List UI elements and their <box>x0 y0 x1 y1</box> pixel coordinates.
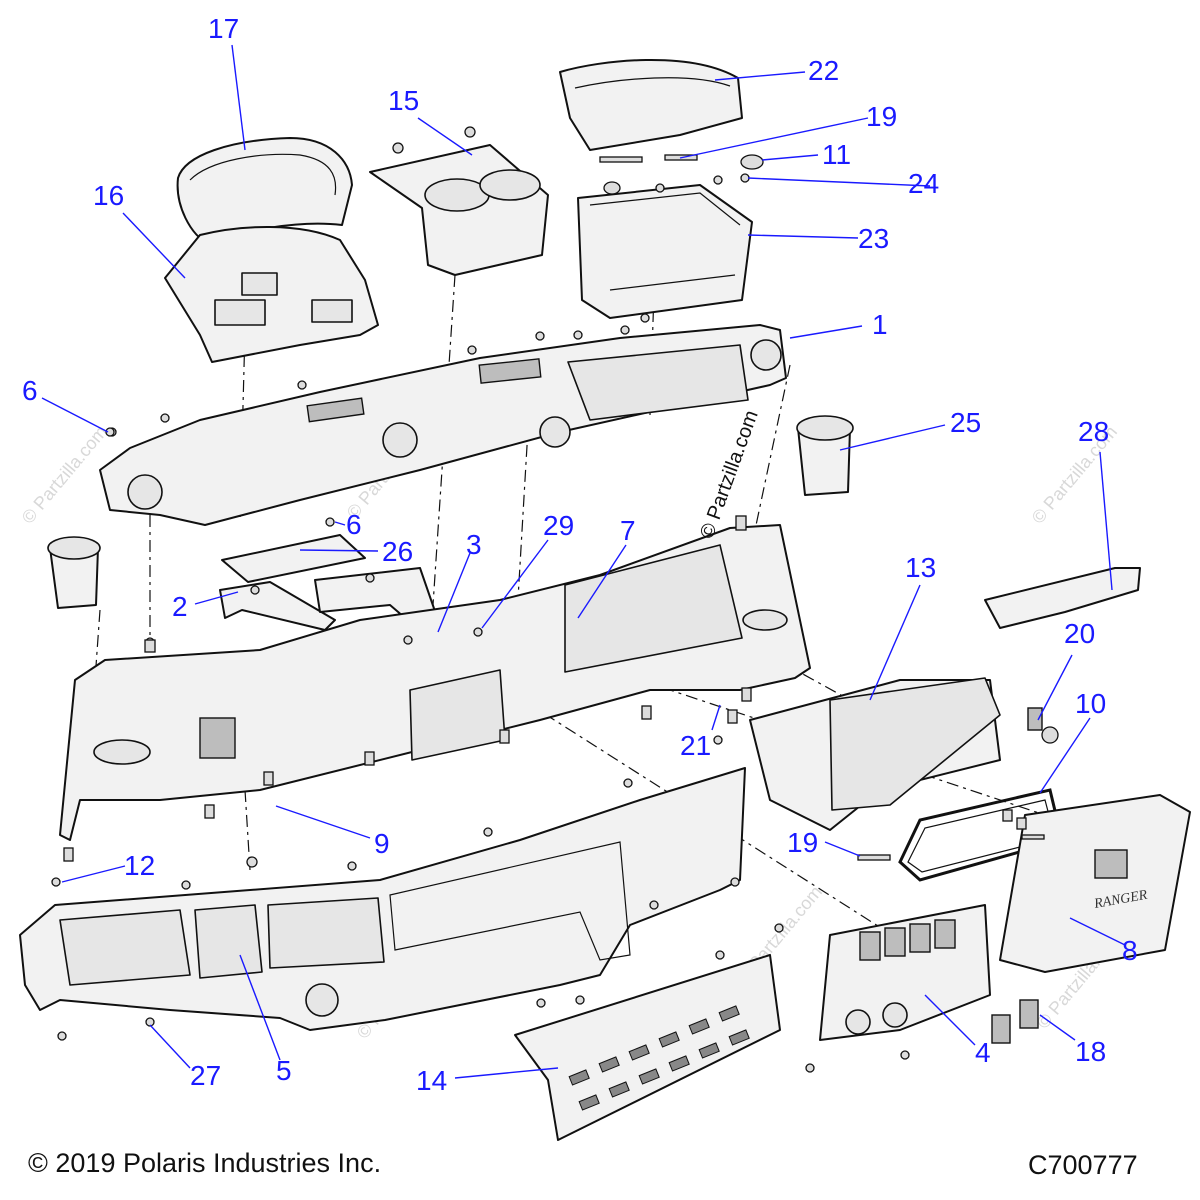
diagram-code: C700777 <box>1028 1150 1138 1180</box>
callout-6: 6 <box>22 375 38 406</box>
part-28-trim-strip <box>984 567 1141 629</box>
callout-20: 20 <box>1064 618 1095 649</box>
part-5-lower-dash-panel <box>19 767 746 1031</box>
part-1-upper-dash-panel <box>99 324 787 526</box>
callout-5: 5 <box>276 1055 292 1086</box>
callout-26: 26 <box>382 536 413 567</box>
callout-13: 13 <box>905 552 936 583</box>
partzilla-stamp: © Partzilla.com <box>696 408 763 542</box>
part-22-storage-lid <box>559 59 743 151</box>
callout-11: 11 <box>822 139 851 170</box>
callout-labels: 17 16 15 22 19 11 24 23 1 6 25 28 6 26 3… <box>22 13 1138 1096</box>
callout-25: 25 <box>950 407 981 438</box>
part-8-glovebox-door: RANGER <box>999 794 1191 973</box>
callout-29: 29 <box>543 510 574 541</box>
watermark-text: © Partzilla.com <box>18 422 111 528</box>
callout-19: 19 <box>866 101 897 132</box>
copyright-text: © 2019 Polaris Industries Inc. <box>28 1148 381 1178</box>
callout-10: 10 <box>1075 688 1106 719</box>
part-23-storage-bin <box>577 184 753 319</box>
callout-28: 28 <box>1078 416 1109 447</box>
part-13-glovebox-body <box>749 677 1001 831</box>
part-26-plate <box>221 534 366 583</box>
part-17-gauge-bezel <box>176 137 353 246</box>
callout-3: 3 <box>466 529 482 560</box>
callout-17: 17 <box>208 13 239 44</box>
diagram-footer: © 2019 Polaris Industries Inc. C700777 <box>28 1148 1138 1180</box>
callout-19b: 19 <box>787 827 818 858</box>
part-15-cupholder-console <box>369 144 549 276</box>
leader-lines <box>41 44 1126 1079</box>
callout-14: 14 <box>416 1065 447 1096</box>
callout-8: 8 <box>1122 935 1138 966</box>
callout-16: 16 <box>93 180 124 211</box>
part-4-switch-panel <box>819 904 991 1041</box>
scattered-fasteners <box>51 427 1045 1073</box>
part-7-dash-frame <box>59 524 811 841</box>
part-18-switches <box>991 999 1039 1044</box>
callout-7: 7 <box>620 515 636 546</box>
part-14-lower-cover <box>514 954 781 1141</box>
part-20-latch <box>1027 707 1059 744</box>
callout-23: 23 <box>858 223 889 254</box>
callout-1: 1 <box>872 309 888 340</box>
callout-24: 24 <box>908 168 939 199</box>
callout-6b: 6 <box>346 509 362 540</box>
callout-18: 18 <box>1075 1036 1106 1067</box>
part-25-cupholder <box>796 415 854 496</box>
callout-21: 21 <box>680 730 711 761</box>
callout-2: 2 <box>172 591 188 622</box>
callout-12: 12 <box>124 850 155 881</box>
part-16-instrument-housing <box>164 226 379 363</box>
callout-15: 15 <box>388 85 419 116</box>
left-cupholder <box>47 536 101 609</box>
callout-4: 4 <box>975 1037 991 1068</box>
callout-9: 9 <box>374 828 390 859</box>
callout-27: 27 <box>190 1060 221 1091</box>
callout-22: 22 <box>808 55 839 86</box>
